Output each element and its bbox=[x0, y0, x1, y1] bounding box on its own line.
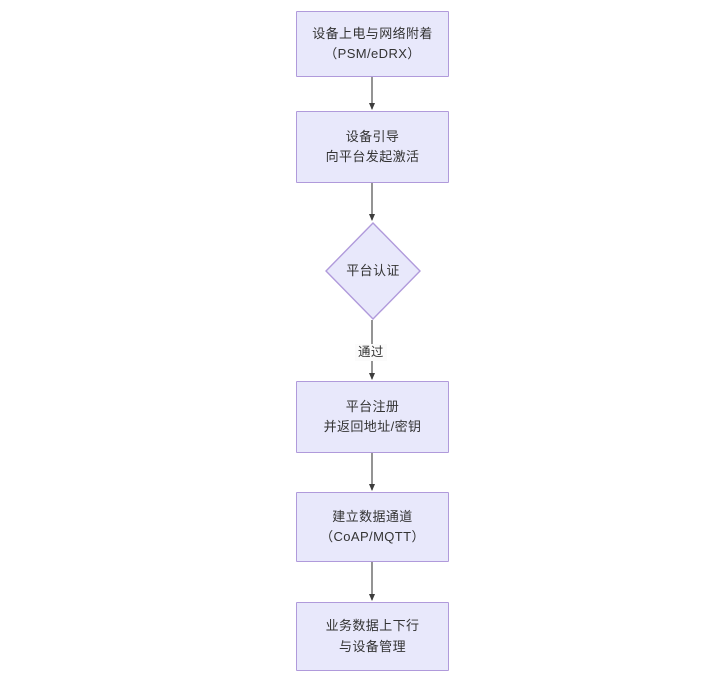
node-establish-data-channel[interactable]: 建立数据通道 （CoAP/MQTT） bbox=[296, 492, 449, 562]
node-label-n2: 设备引导 向平台发起激活 bbox=[325, 128, 420, 164]
node-label-n3: 平台认证 bbox=[346, 262, 400, 278]
node-device-bootstrap[interactable]: 设备引导 向平台发起激活 bbox=[296, 111, 449, 183]
node-platform-registration[interactable]: 平台注册 并返回地址/密钥 bbox=[296, 381, 449, 453]
diamond-shape-icon bbox=[325, 222, 421, 320]
node-business-data-and-device-management[interactable]: 业务数据上下行 与设备管理 bbox=[296, 602, 449, 671]
node-label-n5: 建立数据通道 （CoAP/MQTT） bbox=[320, 508, 425, 544]
edge-label-pass: 通过 bbox=[355, 344, 387, 361]
node-label-n6: 业务数据上下行 与设备管理 bbox=[325, 618, 420, 654]
node-platform-authentication[interactable]: 平台认证 bbox=[325, 222, 421, 320]
node-device-power-on[interactable]: 设备上电与网络附着 （PSM/eDRX） bbox=[296, 11, 449, 77]
node-label-n4: 平台注册 并返回地址/密钥 bbox=[323, 398, 422, 434]
node-label-n1: 设备上电与网络附着 （PSM/eDRX） bbox=[312, 25, 433, 61]
